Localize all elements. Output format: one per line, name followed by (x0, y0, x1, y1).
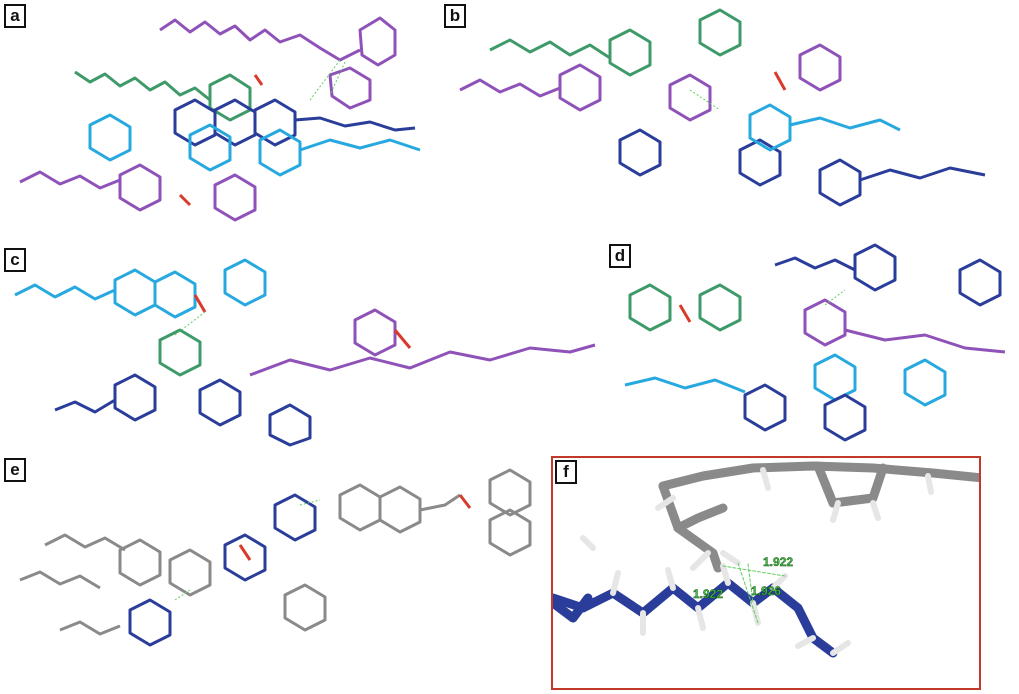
panel-a-molecule (19, 16, 421, 222)
distance-label-3: 1.926 (751, 584, 781, 598)
distance-label-2: 1.922 (693, 587, 723, 601)
panel-b: b (440, 0, 1019, 240)
panel-a: a (0, 0, 440, 240)
panel-c: c (0, 240, 600, 447)
panel-d-molecule (624, 243, 1006, 442)
panel-e-molecule (19, 468, 532, 647)
panel-f-label: f (555, 460, 577, 484)
panel-c-label: c (4, 248, 26, 272)
panel-b-label: b (444, 4, 466, 28)
panel-f: f (551, 456, 981, 690)
panel-e-label: e (4, 458, 26, 482)
distance-label-1: 1.922 (763, 555, 793, 569)
panel-f-molecule: 1.922 1.922 1.926 (553, 461, 979, 658)
panel-a-label: a (4, 4, 26, 28)
panel-c-molecule (14, 258, 596, 447)
panel-d: d (605, 240, 1019, 450)
panel-b-molecule (459, 8, 986, 207)
panel-d-label: d (609, 244, 631, 268)
panel-e: e (0, 450, 545, 694)
